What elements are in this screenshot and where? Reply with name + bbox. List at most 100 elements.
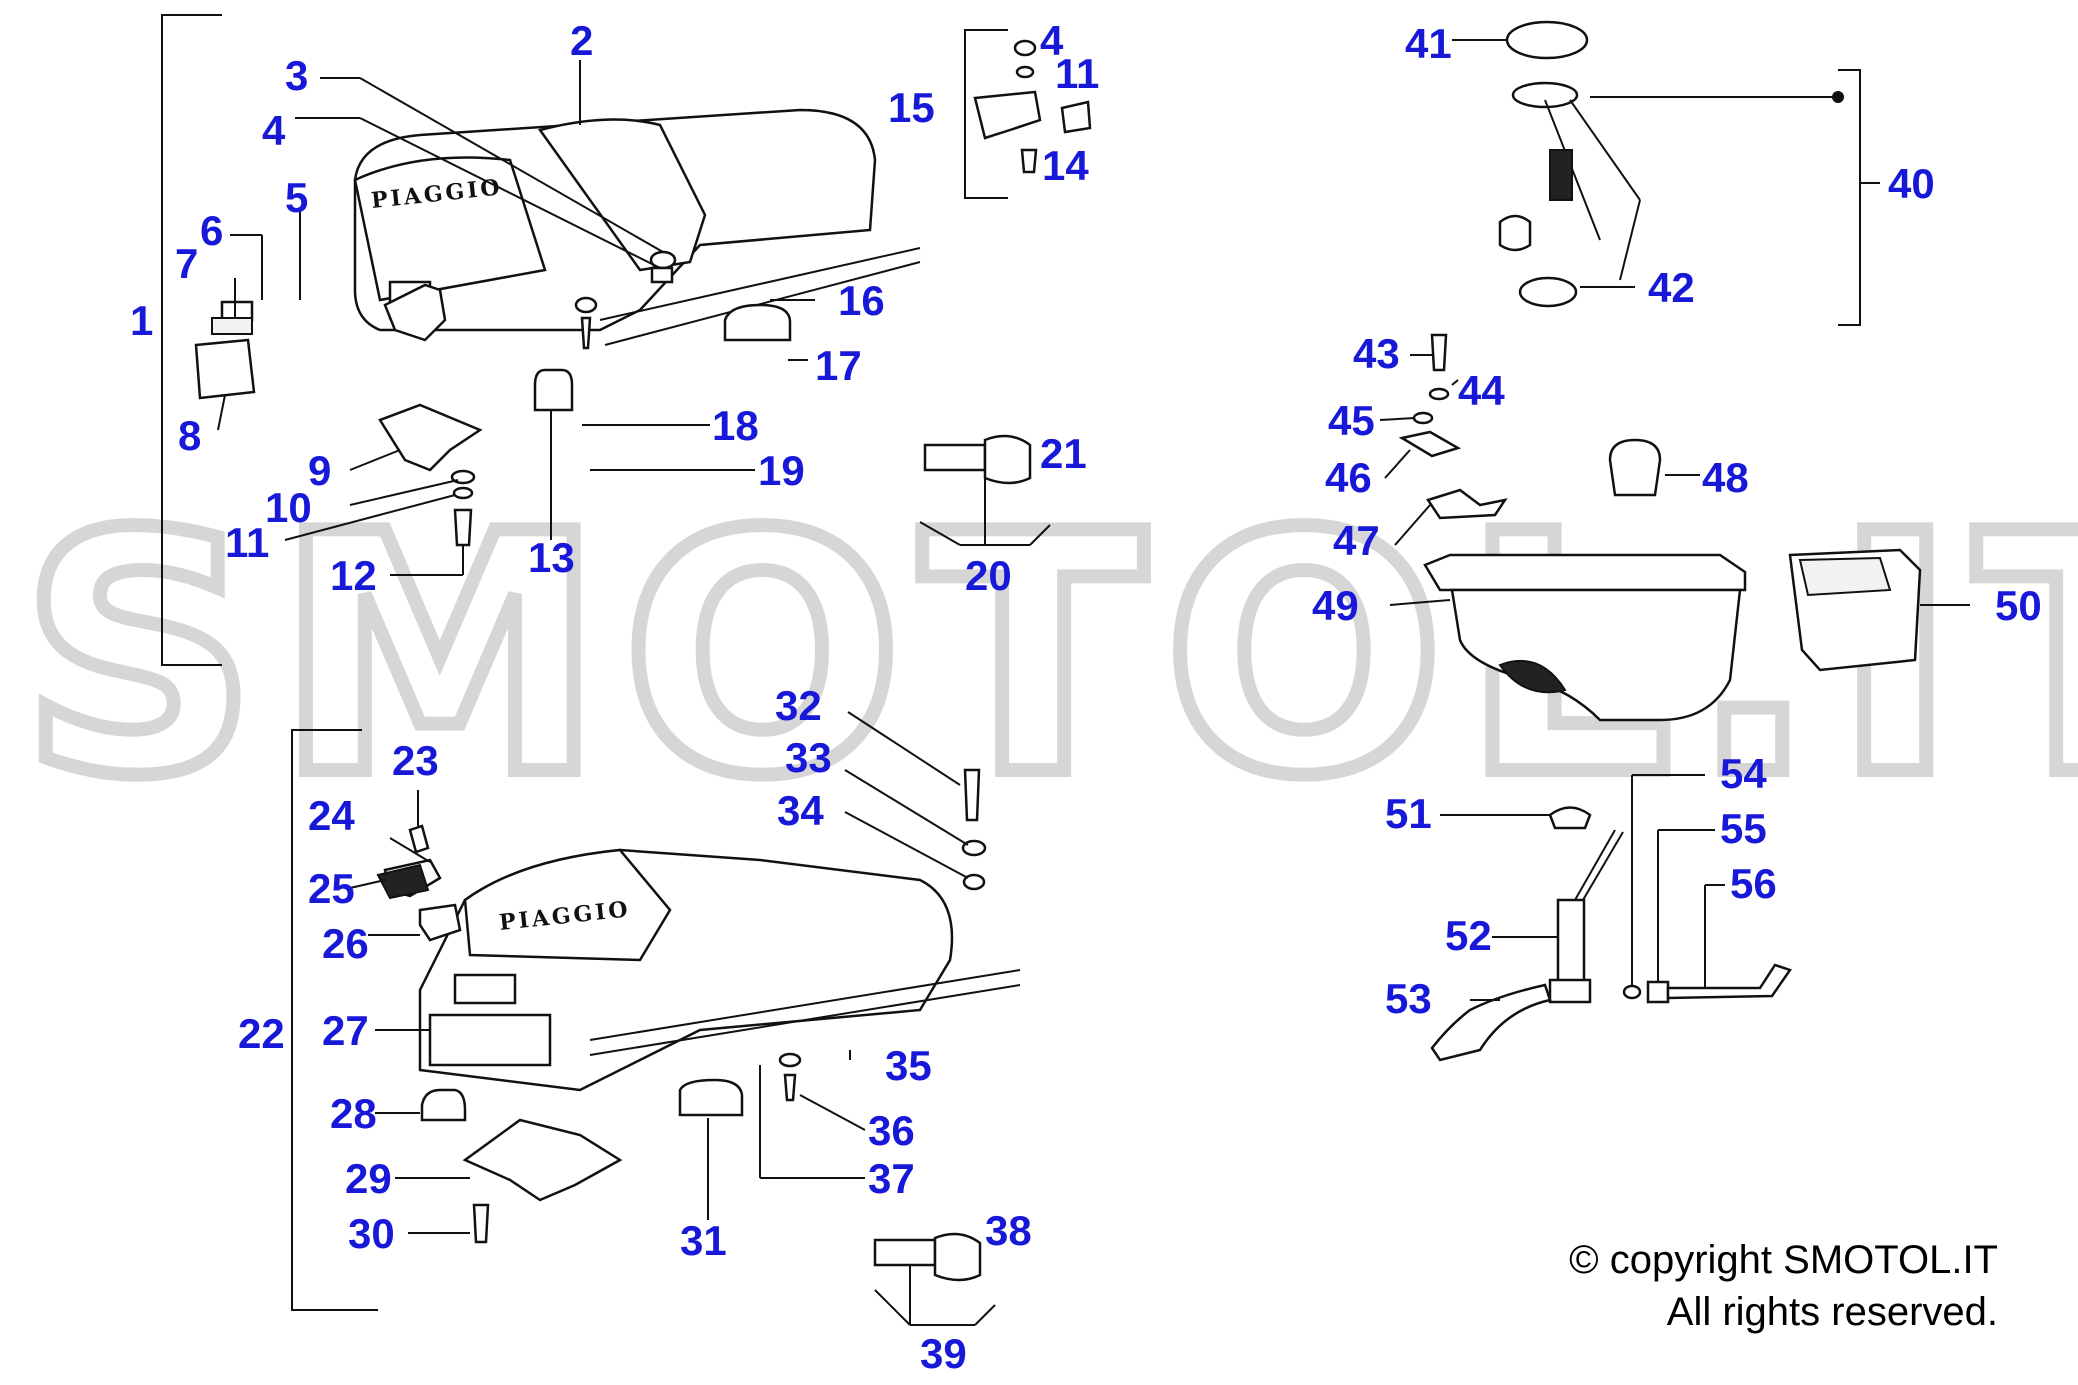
callout-10: 10 (265, 484, 312, 531)
bolt-part-12 (453, 508, 473, 547)
bolt-part-30 (472, 1203, 490, 1244)
callout-4b: 4 (1040, 17, 1064, 64)
lock-body-part-25 (376, 863, 430, 900)
callout-24: 24 (308, 792, 355, 839)
washer-part-33 (961, 839, 987, 857)
grommet-part-51 (1548, 806, 1592, 830)
fuel-hose-part-53 (1430, 983, 1552, 1062)
callout-45: 45 (1328, 397, 1375, 444)
fuel-tank-part-49 (1423, 553, 1747, 722)
bracket-group-1 (161, 14, 222, 666)
callout-56: 56 (1730, 860, 1777, 907)
callout-50: 50 (1995, 582, 2042, 629)
callout-54: 54 (1720, 750, 1767, 797)
lock-barrel-part-20 (923, 443, 987, 472)
callout-28: 28 (330, 1090, 377, 1137)
callout-18: 18 (712, 402, 759, 449)
callout-51: 51 (1385, 790, 1432, 837)
callout-1: 1 (130, 297, 153, 344)
callout-48: 48 (1702, 454, 1749, 501)
filler-cap-part-48 (1608, 438, 1662, 497)
tap-rod-part-56 (1666, 963, 1792, 1000)
nut-part-4 (650, 266, 674, 284)
callout-9: 9 (308, 447, 331, 494)
callout-5: 5 (285, 174, 308, 221)
screw-part-14 (1020, 148, 1038, 174)
gasket-part-42 (1518, 276, 1578, 308)
callout-2: 2 (570, 17, 593, 64)
callout-41: 41 (1405, 20, 1452, 67)
nut-part-34 (962, 873, 986, 891)
callout-19: 19 (758, 447, 805, 494)
washer-part-45 (1412, 411, 1434, 425)
callout-7: 7 (175, 240, 198, 287)
callout-49: 49 (1312, 582, 1359, 629)
callout-34: 34 (777, 787, 824, 834)
callout-40: 40 (1888, 160, 1935, 207)
callout-39: 39 (920, 1330, 967, 1377)
callout-36: 36 (868, 1107, 915, 1154)
washer-part-18 (574, 296, 598, 314)
callout-37: 37 (868, 1155, 915, 1202)
connection-dot (1832, 91, 1844, 103)
screw-part-36 (783, 1073, 797, 1102)
bracket-part-46 (1398, 430, 1462, 458)
callout-26: 26 (322, 920, 369, 967)
callout-30: 30 (348, 1210, 395, 1257)
callout-3: 3 (285, 52, 308, 99)
rubber-buffer-part-13 (533, 368, 574, 412)
callout-27: 27 (322, 1007, 369, 1054)
callout-16: 16 (838, 277, 885, 324)
callout-11: 11 (225, 519, 269, 566)
leader-lines (217, 39, 1970, 1326)
key-part-38 (933, 1232, 982, 1282)
spring-part-23 (408, 824, 430, 854)
lock-frame-part-8 (194, 338, 256, 400)
callout-52: 52 (1445, 912, 1492, 959)
callout-8: 8 (178, 412, 201, 459)
callout-17: 17 (815, 342, 862, 389)
callout-33: 33 (785, 734, 832, 781)
callout-53: 53 (1385, 975, 1432, 1022)
hinge-bracket-part-29 (462, 1118, 623, 1202)
callout-44: 44 (1458, 367, 1505, 414)
seat-assembly-upper: PIAGGIO (353, 108, 921, 346)
seat-assembly-lower: PIAGGIO (418, 848, 1021, 1092)
bracket-group-40 (1838, 69, 1861, 326)
tank-box-vents (1798, 556, 1892, 597)
latch-part-15 (973, 90, 1042, 140)
watermark-text: SMOTOL.IT (20, 464, 2078, 848)
bracket-group-22 (291, 729, 378, 1311)
callout-38: 38 (985, 1207, 1032, 1254)
callout-15: 15 (888, 84, 935, 131)
callout-labels: 1 2 3 4 4 5 6 7 8 9 10 11 11 12 13 14 15… (130, 17, 2042, 1377)
rubber-buffer-part-28 (420, 1088, 467, 1122)
bumper-part-31 (678, 1078, 744, 1117)
hinge-bracket-part-9 (378, 403, 483, 472)
washer-part-37 (778, 1052, 802, 1068)
fuel-gauge-sender-part-40 (1498, 81, 1641, 281)
washer-part-11b-top (1015, 65, 1035, 79)
callout-29: 29 (345, 1155, 392, 1202)
clip-part-11b (1060, 100, 1092, 134)
tap-lever-part-55 (1646, 980, 1670, 1004)
callout-42: 42 (1648, 264, 1695, 311)
callout-6: 6 (200, 207, 223, 254)
seat-lock-window-lower (453, 973, 517, 1005)
callout-22: 22 (238, 1010, 285, 1057)
callout-23: 23 (392, 737, 439, 784)
key-part-21 (983, 434, 1032, 485)
nut-part-4b (1013, 39, 1037, 57)
seal-part-54 (1622, 984, 1642, 1000)
rights-reserved-line: All rights reserved. (1666, 1290, 1998, 1334)
bumper-part-17 (723, 303, 792, 342)
callout-20: 20 (965, 552, 1012, 599)
bolt-part-43 (1430, 333, 1448, 372)
callout-12: 12 (330, 552, 377, 599)
bolt-part-32 (963, 768, 981, 822)
callout-31: 31 (680, 1217, 727, 1264)
callout-13: 13 (528, 534, 575, 581)
copyright-line: © copyright SMOTOL.IT (1569, 1238, 1998, 1282)
callout-32: 32 (775, 682, 822, 729)
